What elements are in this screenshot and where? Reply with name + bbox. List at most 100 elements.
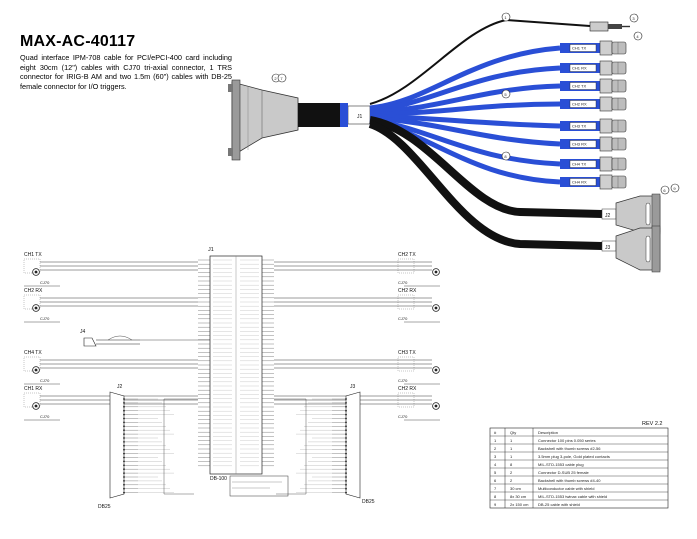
item-balloon-number: 7 (280, 76, 283, 81)
cj70-label: CJ70 (40, 316, 50, 321)
channel-tag-label: CH2 RX (572, 102, 587, 107)
channel-tag-label: CH4 TX (572, 162, 586, 167)
item-balloon-number: 2 (274, 76, 277, 81)
bom-header-cell: # (494, 430, 497, 435)
bom-cell: 9 (494, 502, 497, 507)
bom-cell: 2x 150 cm (510, 502, 529, 507)
db25-connector-j3 (615, 225, 661, 273)
item-balloon (277, 73, 287, 83)
bom-cell: 7 (494, 486, 497, 491)
j3-schematic-label: J3 (350, 384, 356, 390)
item-balloon (501, 151, 511, 161)
bom-cell: Backshell with thumb screws #2-56 (538, 446, 601, 451)
j3-db25-schematic: J3 DB25 (274, 384, 375, 505)
cj70-label: CJ70 (398, 316, 408, 321)
bom-cell: 8x 30 cm (510, 494, 527, 499)
bom-cell: 3 (494, 454, 497, 459)
j3-cable (368, 120, 603, 250)
channel-group-label: CH4 TX (24, 350, 42, 356)
bom-cell: 30 cm (510, 486, 522, 491)
bom-cell: Connector 100 pins 0.050 series (538, 438, 596, 443)
channel-group-label: CH3 TX (398, 350, 416, 356)
revision-label: REV 2.2 (642, 421, 662, 427)
bom-cell: 1 (494, 438, 497, 443)
channel-group-label: CH2 TX (398, 252, 416, 258)
db25-left-label: DB25 (98, 504, 111, 510)
trs-cable (369, 18, 591, 105)
bom-cell: Multiconductor cable with shield (538, 486, 594, 491)
j3-cable-label: J3 (605, 245, 611, 251)
j1-pin-rows (198, 259, 274, 466)
bom-cell: Connector D-SUB 25 female (538, 470, 589, 475)
channel-group-label: CH2 RX (24, 288, 43, 294)
bom-cell: 5 (494, 470, 497, 475)
cable-assembly: J1 J2 J3 (228, 12, 680, 273)
channel-tag (569, 44, 597, 52)
item-balloon (501, 12, 511, 22)
channel-tag-label: CH2 TX (572, 84, 586, 89)
channel-group-label: CH1 RX (24, 386, 43, 392)
j2-cable-label: J2 (605, 213, 611, 219)
item-balloon (670, 183, 680, 193)
j4-trs-symbol: J4 (80, 329, 210, 347)
cj70-label: CJ70 (40, 414, 50, 419)
channel-tag-label: CH1 TX (572, 46, 586, 51)
cj70-channel-group: CH2 RX CJ70 (23, 288, 198, 323)
drawing-description: Quad interface IPM-708 cable for PCI/ePC… (20, 53, 232, 91)
bom-cell: 2 (494, 446, 497, 451)
cj70-channel-group: CH3 TX CJ70 (274, 350, 440, 385)
trunk-cable (298, 103, 348, 127)
item-balloon-number: 5 (504, 92, 507, 97)
j2-cable (369, 116, 603, 218)
item-balloon (629, 13, 639, 23)
cj70-label: CJ70 (398, 280, 408, 285)
db25-connector-j2 (615, 193, 661, 235)
item-balloon-number: 4 (636, 34, 639, 39)
bom-cell: 1 (510, 454, 513, 459)
item-balloon (501, 89, 511, 99)
item-balloon-number: 6 (663, 188, 666, 193)
bom-cell: 3.5mm plug 3-pole, Gold plated contacts (538, 454, 610, 459)
j1-part-label: DB-100 (210, 476, 227, 482)
channel-group-label: CH2 RX (398, 386, 417, 392)
bom-cell: 6 (494, 478, 497, 483)
bom-cell: 1 (510, 446, 513, 451)
channel-group-label: CH1 TX (24, 252, 42, 258)
blue-cable-bundle (369, 45, 561, 185)
bom-cell: MIL-STD-1553 twinax cable with shield (538, 494, 607, 499)
bom-header-cell: Qty (510, 430, 516, 435)
trs-connector (589, 21, 630, 32)
channel-group-label: CH2 RX (398, 288, 417, 294)
cj70-channel-group: CH2 TX CJ70 (274, 252, 440, 287)
bom-cell: 1 (510, 438, 513, 443)
drawing-title: MAX-AC-40117 (20, 33, 136, 50)
schematic-j1-label: J1 (208, 247, 214, 253)
channel-tag-label: CH4 RX (572, 180, 587, 185)
j1-backshell (228, 79, 299, 161)
channel-tag (569, 122, 597, 130)
j4-label: J4 (80, 329, 86, 335)
channel-tag (569, 64, 597, 72)
cj70-label: CJ70 (398, 378, 408, 383)
item-balloon (660, 185, 670, 195)
channel-tag (569, 140, 597, 148)
bom-cell: 8 (510, 462, 513, 467)
item-balloon-number: 9 (673, 186, 676, 191)
channel-tag (569, 160, 597, 168)
cj70-channel-group: CH2 RX CJ70 (274, 288, 440, 323)
bom-header-cell: Description (538, 430, 558, 435)
channel-tag (569, 178, 597, 186)
channel-tag (569, 100, 597, 108)
cj70-label: CJ70 (40, 378, 50, 383)
j2-schematic-label: J2 (117, 384, 123, 390)
item-balloon-number: 3 (632, 16, 635, 21)
channel-tag-label: CH3 TX (572, 124, 586, 129)
bom-cell: 4 (494, 462, 497, 467)
bom-cell: Backshell with thumb screws #4-40 (538, 478, 601, 483)
bom-cell: MIL-STD-1553 cable plug (538, 462, 584, 467)
channel-tag (569, 82, 597, 90)
